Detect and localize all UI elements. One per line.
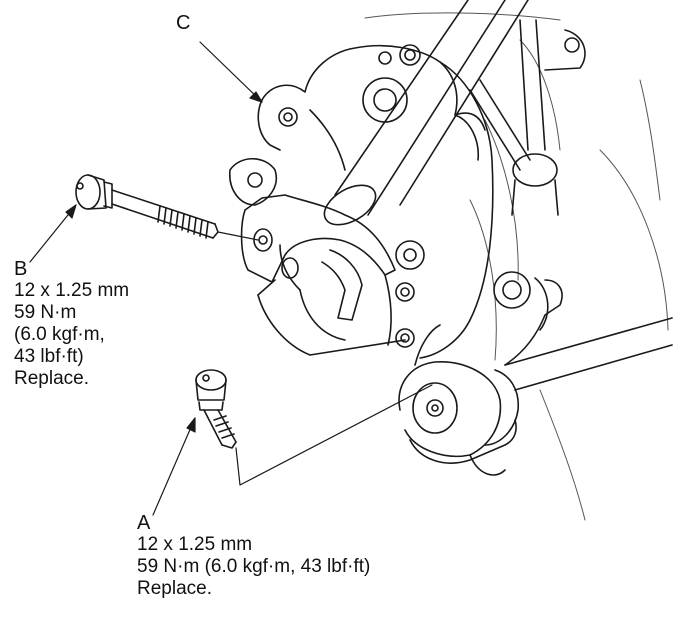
callout-b-torque-kgf: (6.0 kgf·m,	[14, 324, 105, 345]
callout-b-size: 12 x 1.25 mm	[14, 280, 130, 301]
knuckle-body	[229, 44, 494, 359]
bolt-a-icon	[195, 369, 237, 449]
upper-link-rod	[323, 0, 529, 226]
lower-clamp-bracket	[240, 194, 406, 356]
callout-b-letter: B	[14, 258, 28, 280]
callout-b-torque-nm: 59 N·m	[14, 302, 77, 323]
callout-a-size: 12 x 1.25 mm	[137, 534, 253, 555]
callout-a: A 12 x 1.25 mm 59 N·m (6.0 kgf·m, 43 lbf…	[137, 512, 370, 600]
callout-a-torque: 59 N·m (6.0 kgf·m, 43 lbf·ft)	[137, 556, 371, 577]
callout-c: C	[176, 12, 190, 34]
callout-b: B 12 x 1.25 mm 59 N·m (6.0 kgf·m, 43 lbf…	[14, 258, 129, 390]
callout-a-note: Replace.	[137, 578, 212, 599]
callout-b-torque-lbf: 43 lbf·ft)	[14, 346, 84, 367]
hub-outline	[364, 12, 669, 521]
callout-c-letter: C	[176, 12, 191, 34]
bushing-center	[395, 240, 549, 331]
bolt-b-icon	[75, 174, 219, 239]
callout-b-note: Replace.	[14, 368, 89, 389]
lower-control-arm	[398, 279, 673, 476]
leader-lines	[29, 41, 433, 516]
stabilizer-link	[469, 19, 586, 216]
callout-a-letter: A	[137, 512, 151, 534]
